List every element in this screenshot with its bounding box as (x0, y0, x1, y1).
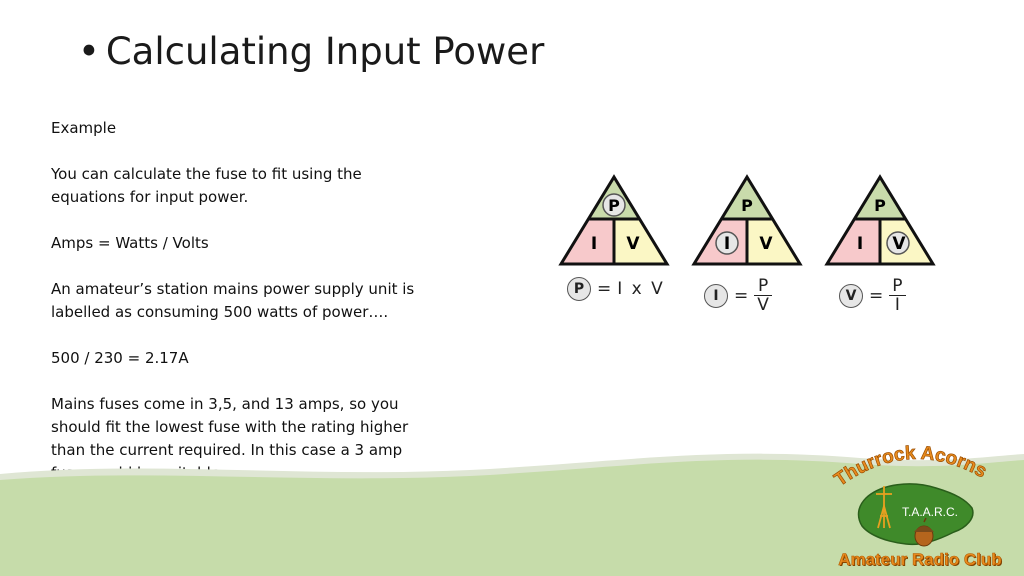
slide-title: •Calculating Input Power (78, 30, 544, 73)
fraction-numerator: P (754, 277, 772, 296)
formula-rhs: I x V (617, 279, 665, 299)
formula-subject: I (704, 283, 728, 308)
triangle-top-label: P (741, 196, 753, 215)
formula-equals: = (597, 279, 612, 299)
formula-equals: = (869, 285, 884, 306)
triangle-right-label: V (626, 234, 640, 254)
triangle-top-label: P (874, 196, 886, 215)
antenna-icon (876, 486, 892, 529)
body-text: Example You can calculate the fuse to fi… (51, 117, 431, 485)
pvi-triangle-p: P I V (558, 174, 670, 266)
acorn-icon (914, 517, 934, 547)
paragraph-calculation: 500 / 230 = 2.17A (51, 349, 189, 367)
triangle-right-label: V (892, 234, 906, 254)
pvi-triangle-v: P I V (824, 174, 936, 266)
paragraph-scenario: An amateur’s station mains power supply … (51, 280, 415, 321)
formula-subject: V (839, 283, 863, 308)
paragraph-formula: Amps = Watts / Volts (51, 234, 209, 252)
fraction-denominator: V (757, 295, 769, 315)
paragraph-example: Example (51, 119, 117, 137)
club-logo: Thurrock Acorns T.A.A.R.C. Amateur Radio… (826, 436, 1006, 576)
pvi-triangle-i: P I V (691, 174, 803, 266)
fraction-denominator: I (894, 295, 900, 315)
triangle-left-label: I (857, 234, 863, 254)
formula-subject: P (567, 277, 591, 301)
footer-wave (0, 453, 1024, 576)
formula-power: P =I x V (567, 277, 671, 323)
formula-equals: = (734, 285, 749, 306)
logo-graphic: Thurrock Acorns T.A.A.R.C. (830, 443, 990, 547)
paragraph-intro: You can calculate the fuse to fit using … (51, 165, 362, 206)
triangle-left-label: I (591, 234, 597, 254)
title-bullet: • (78, 30, 100, 73)
fraction-numerator: P (889, 277, 906, 296)
logo-initials: T.A.A.R.C. (902, 505, 958, 519)
triangle-left-label: I (724, 234, 730, 254)
triangle-top-label: P (608, 196, 620, 215)
title-text: Calculating Input Power (105, 30, 545, 73)
triangle-right-label: V (759, 234, 773, 254)
logo-bottom-text: Amateur Radio Club (838, 550, 1002, 570)
